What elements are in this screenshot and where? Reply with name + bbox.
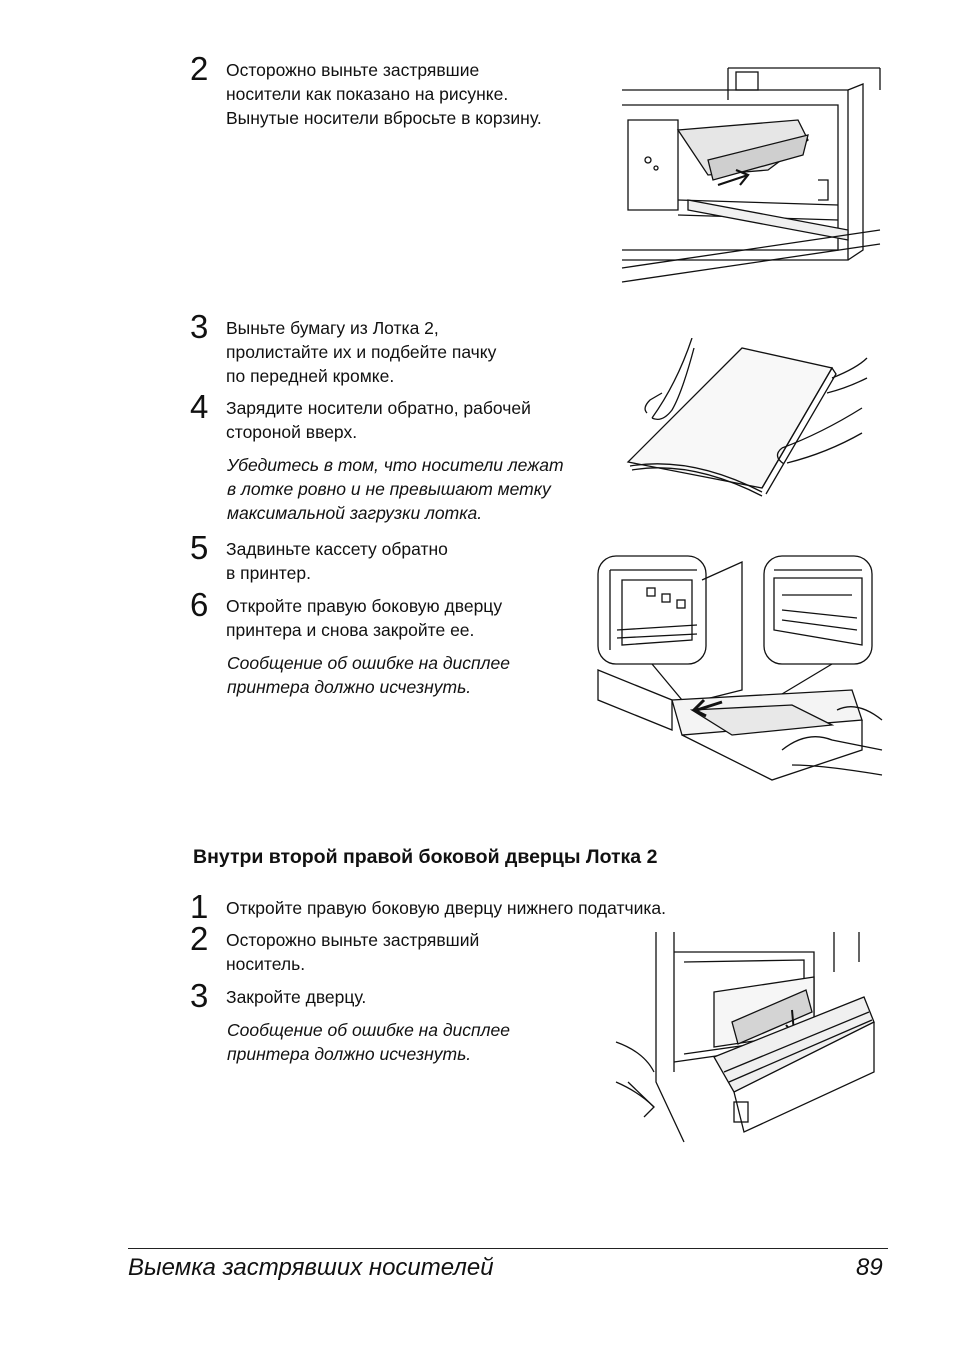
footer-divider — [128, 1248, 888, 1249]
step-text: Зарядите носители обратно, рабочей сторо… — [226, 398, 531, 442]
tray-insert-illustration — [592, 550, 886, 800]
step-text: Откройте правую боковую дверцу нижнего п… — [226, 898, 666, 918]
step-number: 6 — [190, 586, 209, 623]
jammed-paper-illustration — [618, 60, 884, 292]
fanning-paper-illustration — [622, 338, 870, 498]
step-number: 3 — [190, 308, 209, 345]
step-6-note: Сообщение об ошибке на дисплее принтера … — [227, 653, 511, 697]
step-text: Откройте правую боковую дверцу принтера … — [226, 596, 503, 640]
step-4-note: Убедитесь в том, что носители лежат в ло… — [227, 455, 564, 523]
lower-door-jam-illustration — [614, 932, 876, 1154]
page-number: 89 — [856, 1254, 883, 1281]
step-number: 4 — [190, 388, 209, 425]
step-text: Выньте бумагу из Лотка 2, пролистайте их… — [226, 318, 497, 386]
step-text: Закройте дверцу. — [226, 987, 367, 1007]
step-text: Осторожно выньте застрявший носитель. — [226, 930, 480, 974]
footer-title: Выемка застрявших носителей — [128, 1254, 494, 1281]
step-number: 1 — [190, 888, 209, 925]
step-number: 2 — [190, 50, 209, 87]
step-text: Задвиньте кассету обратно в принтер. — [226, 539, 448, 583]
step-number: 5 — [190, 529, 209, 566]
step-number: 3 — [190, 977, 209, 1014]
section-heading: Внутри второй правой боковой дверцы Лотк… — [193, 846, 658, 868]
step-number: 2 — [190, 920, 209, 957]
s2-step-3-note: Сообщение об ошибке на дисплее принтера … — [227, 1020, 511, 1064]
step-text: Осторожно выньте застрявшие носители как… — [226, 60, 542, 128]
